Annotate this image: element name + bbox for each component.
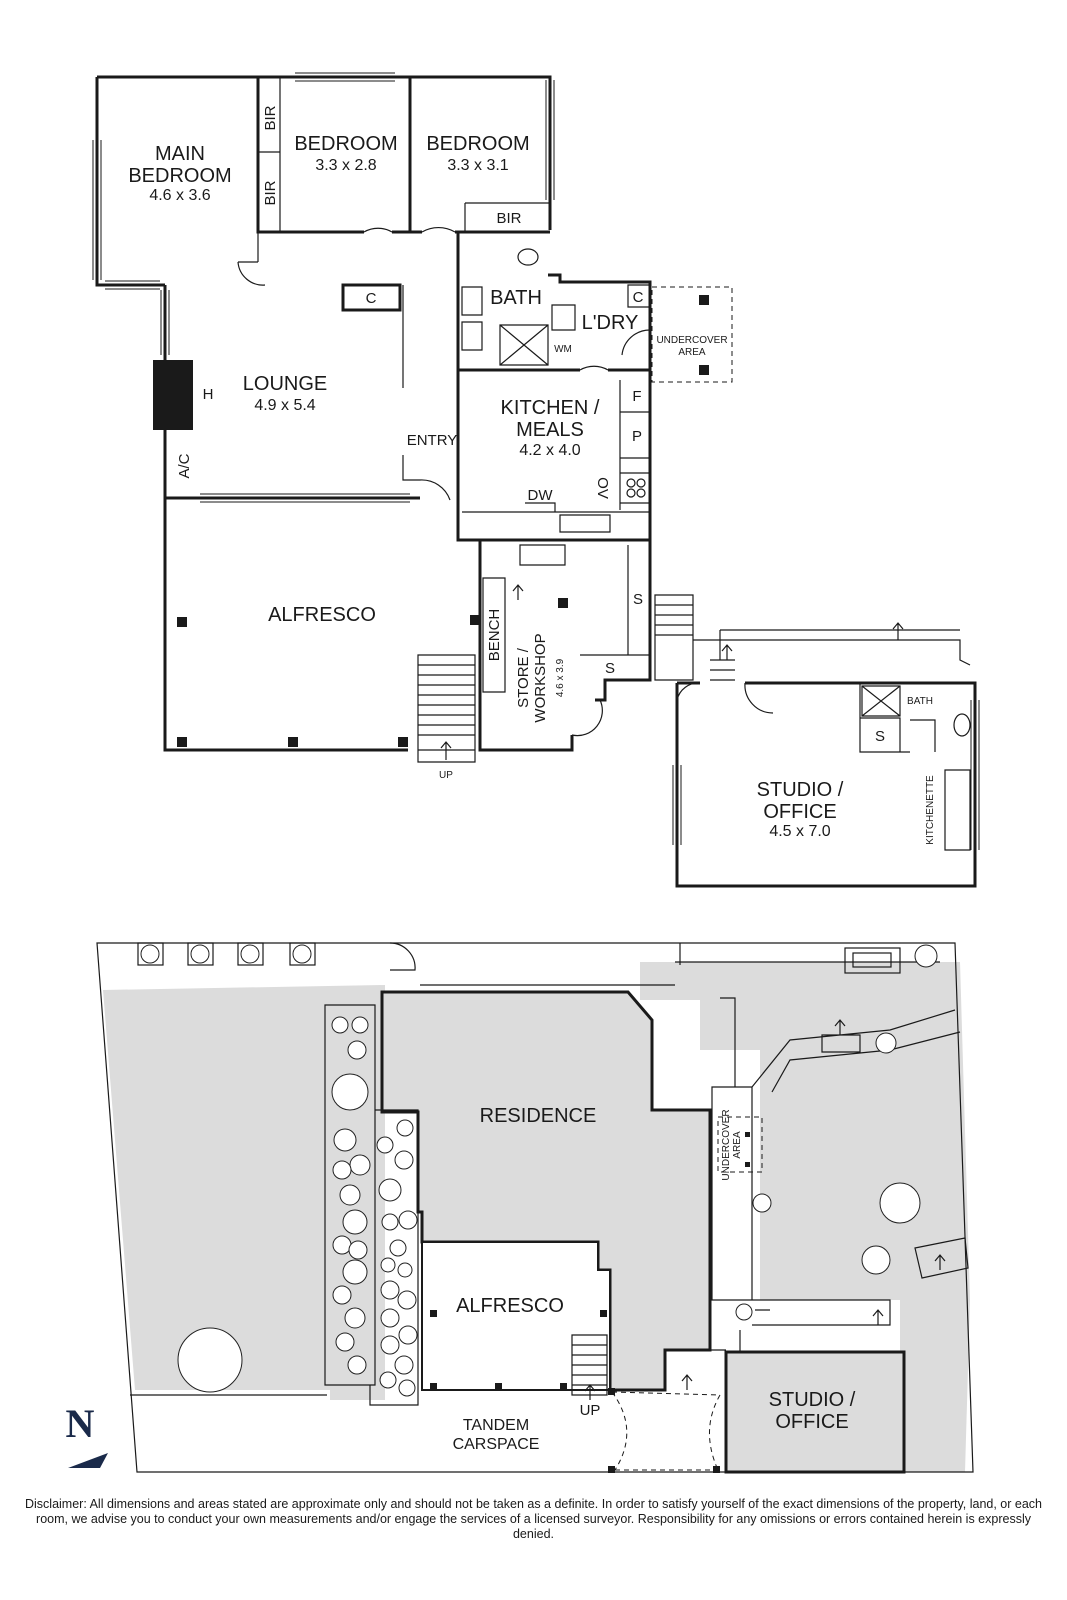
ac-label: A/C xyxy=(176,453,193,478)
site-undercover-label: UNDERCOVER xyxy=(721,1109,732,1180)
north-arrow-icon xyxy=(68,1453,108,1468)
bath-kitchen-walls xyxy=(456,232,652,542)
large-tree-icon xyxy=(177,1327,243,1393)
oven-label: OV xyxy=(594,477,611,499)
kitchen-dims: 4.2 x 4.0 xyxy=(519,442,580,459)
site-arrows xyxy=(584,1019,946,1400)
dishwasher-label: DW xyxy=(528,487,554,504)
north-label: N xyxy=(66,1401,95,1446)
kitchen-benches xyxy=(462,380,651,533)
undercover-label-2: AREA xyxy=(678,347,706,358)
lounge-partition xyxy=(402,285,420,481)
carspace-gates xyxy=(611,1391,721,1471)
bedroom-2-dims: 3.3 x 2.8 xyxy=(315,157,376,174)
lounge-walls xyxy=(163,283,420,752)
boundary-trees xyxy=(137,942,938,1393)
bir-label-2: BIR xyxy=(262,180,279,205)
site-undercover-label-2: AREA xyxy=(732,1131,743,1159)
heater-label: H xyxy=(203,386,214,403)
kitchenette-label: KITCHENETTE xyxy=(925,775,936,845)
store-label-2: WORKSHOP xyxy=(532,633,549,722)
lounge-dims: 4.9 x 5.4 xyxy=(254,397,315,414)
shelf-label-1: S xyxy=(633,591,643,608)
entry-label: ENTRY xyxy=(407,432,458,449)
site-up-label: UP xyxy=(580,1402,601,1419)
bedroom-3-dims: 3.3 x 3.1 xyxy=(447,157,508,174)
laundry-cupboard-label: C xyxy=(633,289,644,306)
site-boundary xyxy=(96,942,974,1473)
store-label: STORE / xyxy=(515,647,532,708)
kitchen-label-2: MEALS xyxy=(516,419,584,441)
store-dims: 4.6 x 3.9 xyxy=(555,658,566,697)
hedge-bed xyxy=(324,1004,419,1406)
studio-toilet-icon xyxy=(953,713,971,737)
bedroom-2-label: BEDROOM xyxy=(294,133,397,155)
bench-label: BENCH xyxy=(486,609,503,662)
site-studio-label: STUDIO / xyxy=(769,1389,856,1411)
alfresco-steps xyxy=(417,654,476,763)
carspace-label: TANDEM xyxy=(463,1417,529,1434)
studio-dims: 4.5 x 7.0 xyxy=(769,823,830,840)
site-plan: RESIDENCE ALFRESCO STUDIO / OFFICE TANDE… xyxy=(66,942,974,1474)
cooktop-icon xyxy=(626,478,636,488)
studio-label: STUDIO / xyxy=(757,779,844,801)
site-undercover-outline xyxy=(717,1116,763,1173)
main-bedroom-dims: 4.6 x 3.6 xyxy=(149,187,210,204)
pantry-label: P xyxy=(632,428,642,445)
fridge-label: F xyxy=(632,388,641,405)
washing-machine-label: WM xyxy=(554,344,572,355)
windows xyxy=(92,72,980,850)
site-lawn xyxy=(103,985,385,1400)
carspace-label-2: CARSPACE xyxy=(453,1436,540,1453)
shelf-label-2: S xyxy=(605,660,615,677)
alfresco-up-label: UP xyxy=(439,770,453,781)
main-bedroom-label: MAIN xyxy=(155,143,205,165)
site-studio xyxy=(724,1350,906,1474)
bath-toilet-icon xyxy=(517,248,539,266)
door-swings xyxy=(237,226,774,737)
site-alfresco xyxy=(421,1241,611,1391)
bir-dividers xyxy=(257,77,550,262)
undercover-label: UNDERCOVER xyxy=(656,335,727,346)
studio-bath-label: BATH xyxy=(907,696,933,707)
floor-plan: MAIN BEDROOM 4.6 x 3.6 BEDROOM 3.3 x 2.8… xyxy=(92,72,980,888)
studio-bath xyxy=(859,683,971,851)
site-alfresco-label: ALFRESCO xyxy=(456,1295,564,1317)
bir-label-3: BIR xyxy=(496,210,521,227)
heater-icon xyxy=(153,360,193,430)
breezeway xyxy=(654,594,971,681)
site-gate xyxy=(389,942,416,971)
site-east-garden xyxy=(640,962,970,1472)
main-bedroom-label-2: BEDROOM xyxy=(128,165,231,187)
disclaimer-text: Disclaimer: All dimensions and areas sta… xyxy=(25,1497,1042,1541)
hedge-trees xyxy=(331,1016,418,1397)
bir-label-1: BIR xyxy=(262,105,279,130)
alfresco-posts xyxy=(177,295,709,747)
alfresco-label: ALFRESCO xyxy=(268,604,376,626)
studio-shelf-label: S xyxy=(875,728,885,745)
undercover-area-outline xyxy=(651,286,733,383)
store-fixtures xyxy=(482,544,650,693)
bedroom-3-label: BEDROOM xyxy=(426,133,529,155)
site-residence-label: RESIDENCE xyxy=(480,1105,597,1127)
kitchen-label: KITCHEN / xyxy=(501,397,600,419)
lounge-label: LOUNGE xyxy=(243,373,327,395)
site-alfresco-steps xyxy=(571,1334,608,1396)
studio-label-2: OFFICE xyxy=(763,801,836,823)
laundry-label: L'DRY xyxy=(582,312,639,334)
bath-fixtures xyxy=(461,284,651,366)
site-studio-label-2: OFFICE xyxy=(775,1411,848,1433)
cupboard-label: C xyxy=(366,290,377,307)
store-walls xyxy=(478,540,652,752)
up-arrow-icon xyxy=(440,584,904,760)
bath-label: BATH xyxy=(490,287,542,309)
